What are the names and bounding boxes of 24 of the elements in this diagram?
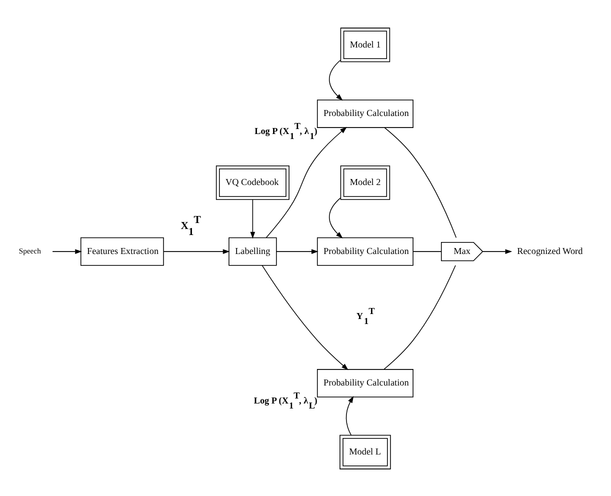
node-box: Model 1 xyxy=(340,27,390,62)
arrow xyxy=(266,126,347,238)
connector xyxy=(384,126,457,238)
node-box: VQ Codebook xyxy=(216,164,290,200)
arrow xyxy=(482,248,512,254)
node-box: Features Extraction xyxy=(80,236,164,266)
node-box: Model 2 xyxy=(340,164,390,200)
node-box: Labelling xyxy=(228,236,277,266)
node-box: Probability Calculation xyxy=(316,368,414,397)
node-text: Recognized Word xyxy=(517,245,583,256)
node-box: Probability Calculation xyxy=(316,236,414,266)
node-box: Probability Calculation xyxy=(316,99,414,128)
connector xyxy=(412,250,442,252)
arrow xyxy=(328,197,343,238)
arrow xyxy=(163,248,230,254)
arrow xyxy=(328,59,343,100)
arrow xyxy=(262,264,348,370)
arrow xyxy=(52,248,82,254)
connector xyxy=(383,264,456,370)
node-text: Speech xyxy=(18,246,41,255)
arrow xyxy=(346,396,354,436)
arrow xyxy=(276,248,318,254)
arrow xyxy=(250,198,256,238)
node-box: Model L xyxy=(340,434,391,469)
